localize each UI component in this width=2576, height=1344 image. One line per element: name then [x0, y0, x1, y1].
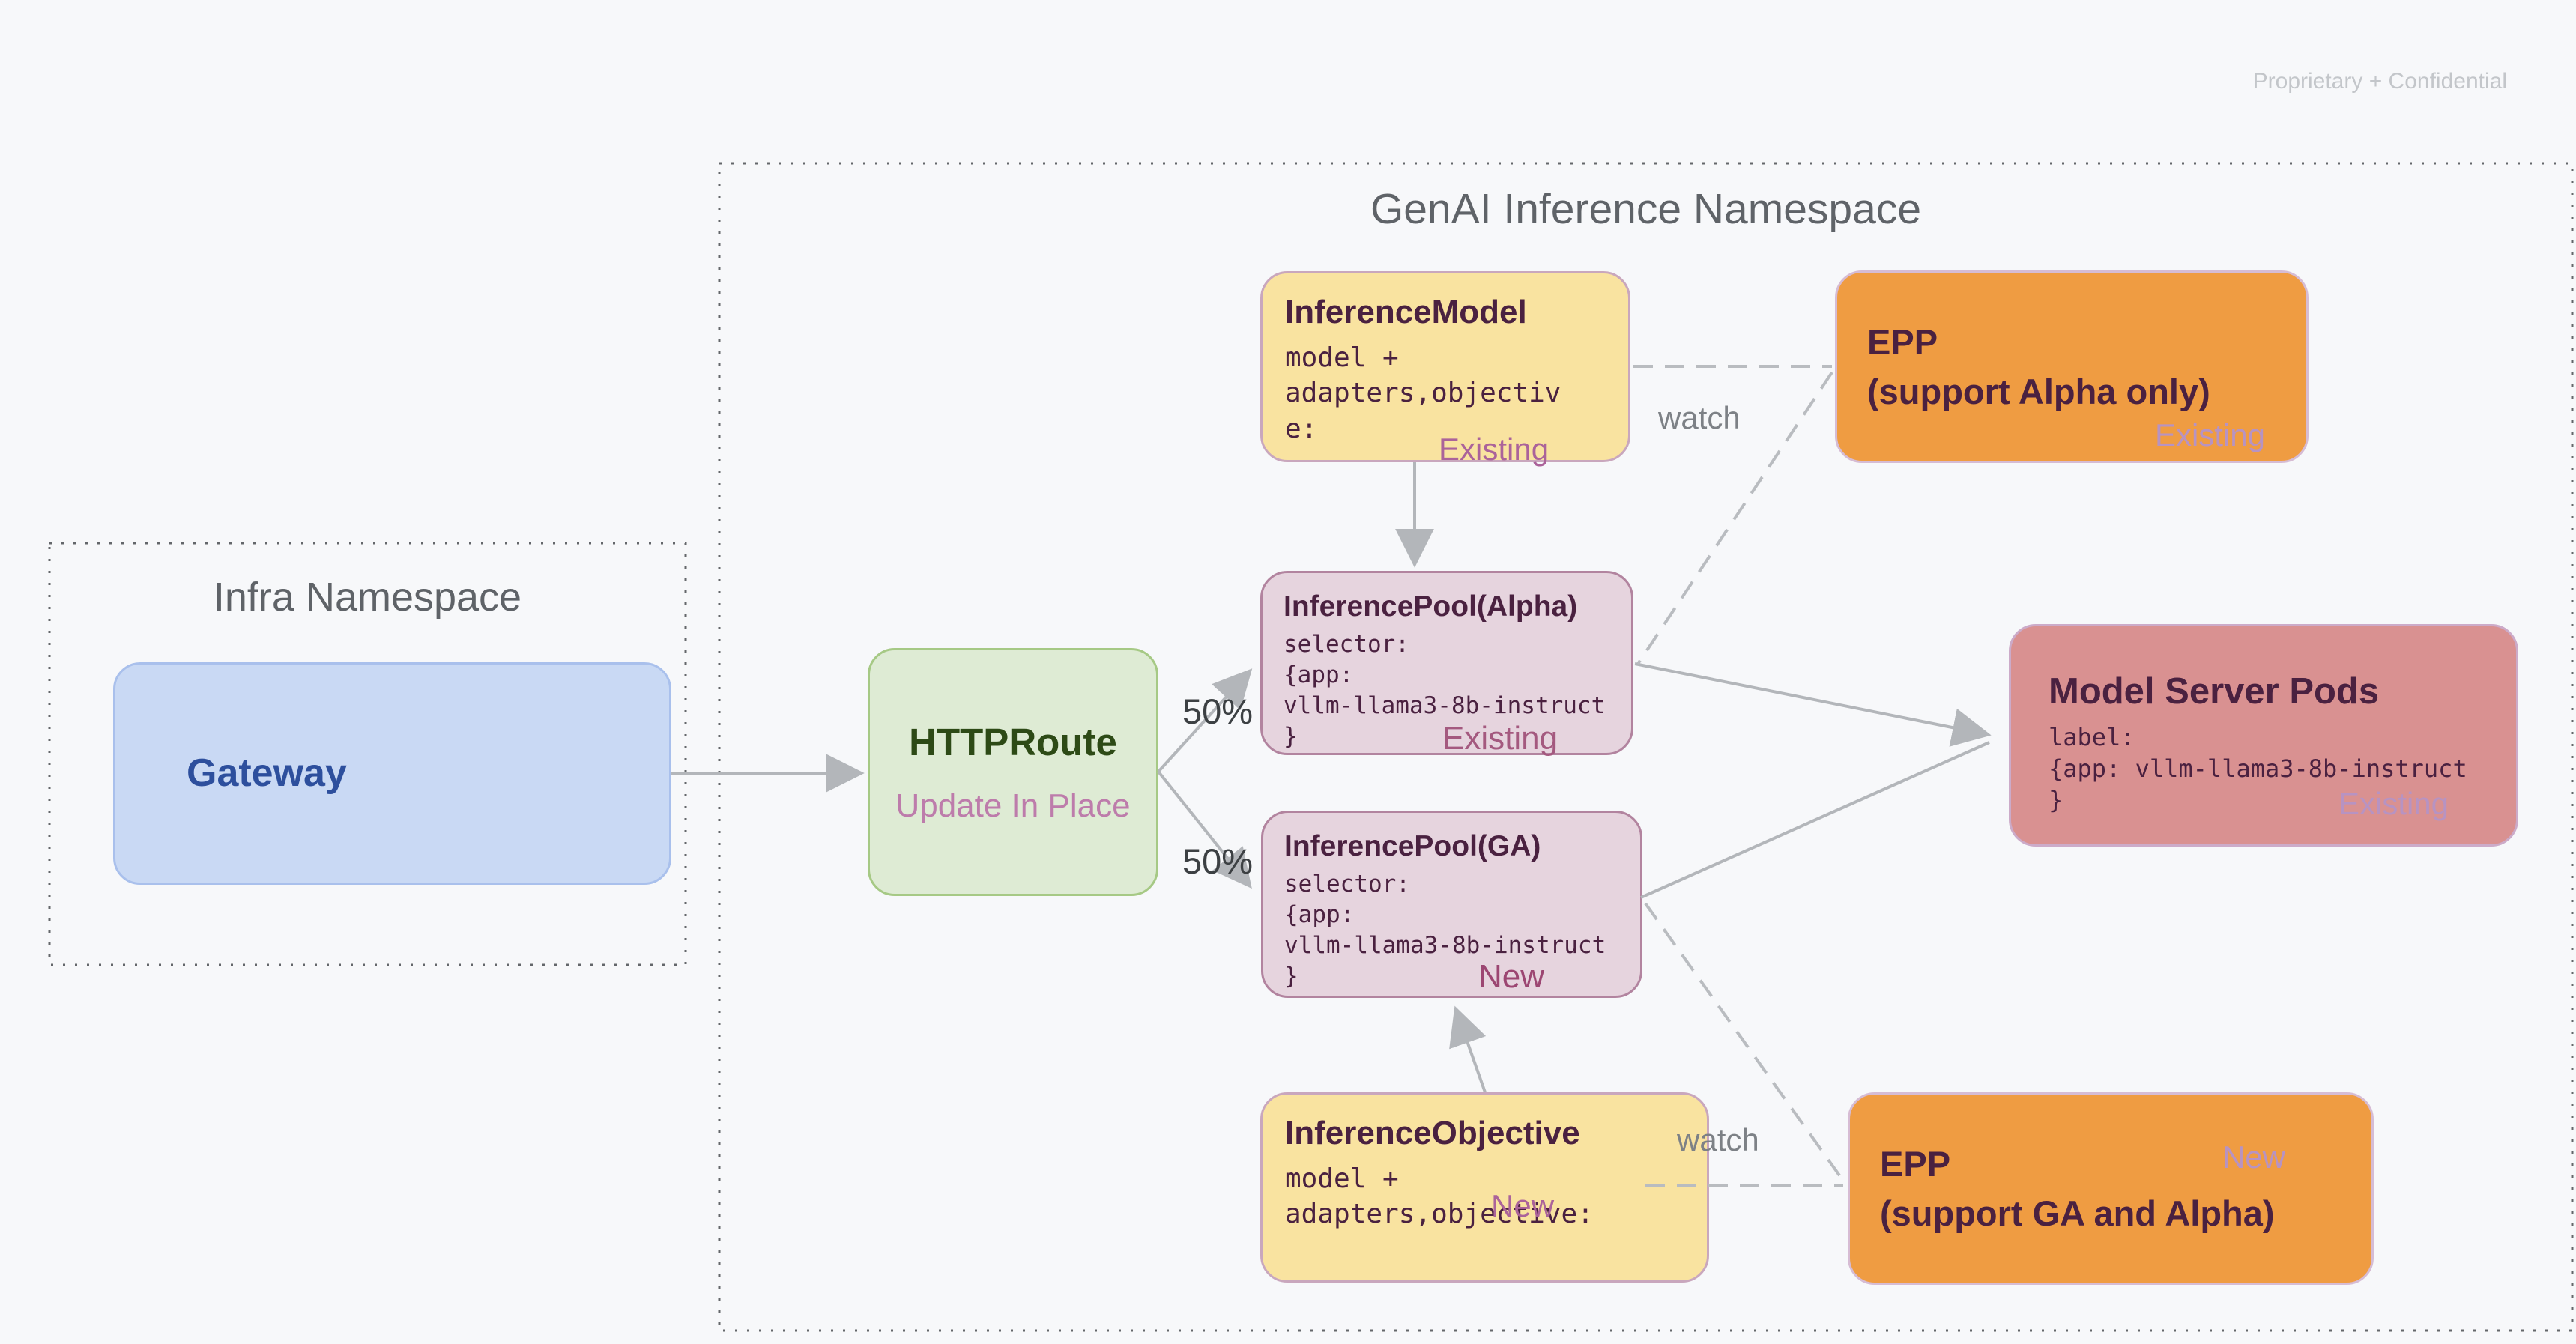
epp-alpha-node: EPP (support Alpha only) Existing	[1835, 270, 2309, 463]
httproute-subtitle: Update In Place	[895, 787, 1131, 825]
traffic-split-label-ga: 50%	[1182, 841, 1254, 881]
inference-pool-ga-code: selector: {app: vllm-llama3-8b-instruct …	[1284, 870, 1606, 990]
model-server-pods-title: Model Server Pods	[2049, 671, 2380, 712]
inference-pool-alpha-title: InferencePool(Alpha)	[1284, 590, 1578, 623]
epp-alpha-title: EPP	[1867, 321, 1938, 362]
inference-model-title: InferenceModel	[1285, 294, 1527, 330]
inference-objective-code: model + adapters,objective:	[1285, 1163, 1594, 1230]
gateway-title: Gateway	[187, 751, 347, 796]
inference-pool-alpha-node: InferencePool(Alpha) selector: {app: vll…	[1260, 571, 1633, 757]
epp-ga-node: EPP (support GA and Alpha) New	[1848, 1092, 2374, 1285]
inference-pool-ga-node: InferencePool(GA) selector: {app: vllm-l…	[1261, 811, 1642, 998]
edge-pool-alpha-to-model-server-pods	[1634, 662, 1992, 747]
epp-alpha-status-badge: Existing	[2154, 417, 2265, 452]
genai-namespace-title: GenAI Inference Namespace	[1370, 185, 1922, 233]
watch-label-bottom: watch	[1677, 1122, 1759, 1157]
gateway-node: Gateway	[113, 662, 671, 885]
inference-objective-status-badge: New	[1491, 1188, 1555, 1223]
inference-objective-title: InferenceObjective	[1285, 1115, 1580, 1151]
inference-model-node: InferenceModel model + adapters,objectiv…	[1260, 271, 1630, 467]
epp-ga-subtitle: (support GA and Alpha)	[1880, 1193, 2275, 1233]
inference-model-status-badge: Existing	[1439, 432, 1549, 467]
traffic-split-label-alpha: 50%	[1182, 691, 1254, 731]
inference-objective-node: InferenceObjective model + adapters,obje…	[1260, 1092, 1709, 1283]
inference-model-code: model + adapters,objective:	[1285, 342, 1561, 444]
edge-pool-ga-to-model-server-pods	[1640, 741, 1990, 899]
inference-pool-ga-status-badge: New	[1478, 958, 1545, 995]
inference-pool-alpha-code: selector: {app: vllm-llama3-8b-instruct …	[1284, 630, 1606, 750]
watch-label-top: watch	[1658, 400, 1741, 435]
epp-alpha-subtitle: (support Alpha only)	[1867, 371, 2210, 411]
infra-namespace-title: Infra Namespace	[213, 575, 522, 620]
inference-pool-ga-title: InferencePool(GA)	[1284, 830, 1541, 862]
model-server-pods-status-badge: Existing	[2338, 786, 2449, 821]
inference-pool-alpha-status-badge: Existing	[1442, 720, 1558, 757]
epp-ga-title: EPP	[1880, 1143, 1951, 1184]
epp-ga-status-badge: New	[2222, 1139, 2285, 1175]
edge-inference-objective-to-pool-ga	[1449, 1005, 1487, 1093]
model-server-pods-code: label: {app: vllm-llama3-8b-instruct }	[2049, 722, 2467, 815]
model-server-pods-node: Model Server Pods label: {app: vllm-llam…	[2009, 624, 2518, 847]
httproute-node: HTTPRoute Update In Place	[868, 648, 1158, 896]
confidentiality-watermark: Proprietary + Confidential	[2252, 69, 2507, 94]
httproute-title: HTTPRoute	[909, 720, 1117, 763]
